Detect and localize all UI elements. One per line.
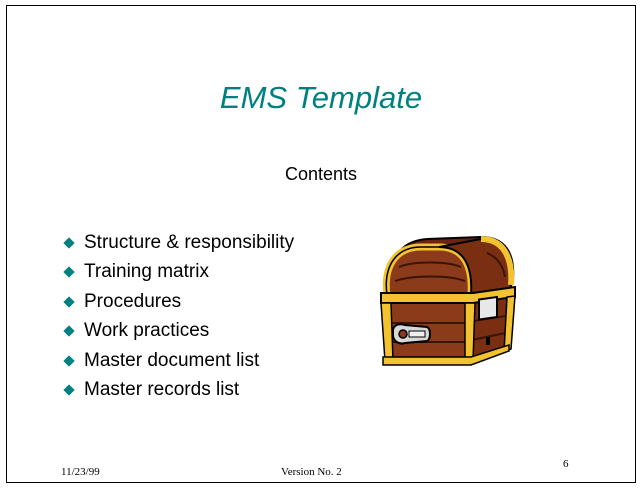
footer-page-number: 6: [563, 458, 569, 470]
bullet-text: Structure & responsibility: [84, 231, 295, 253]
bullet-item: Procedures: [62, 287, 294, 317]
footer-date: 11/23/99: [61, 466, 100, 478]
bullet-text: Procedures: [84, 290, 182, 312]
diamond-bullet-icon: [63, 325, 75, 337]
bullet-text: Master document list: [84, 349, 260, 371]
diamond-bullet-icon: [63, 237, 75, 249]
footer-version: Version No. 2: [281, 466, 342, 478]
slide-title: EMS Template: [219, 80, 423, 115]
bullet-item: Master records list: [62, 376, 294, 406]
bullet-text: Master records list: [84, 379, 240, 401]
bullet-text: Work practices: [84, 320, 210, 342]
bullet-list: Structure & responsibility Training matr…: [62, 228, 294, 405]
bullet-item: Work practices: [62, 317, 294, 347]
bullet-item: Master document list: [62, 346, 294, 376]
diamond-bullet-icon: [63, 296, 75, 308]
bullet-item: Training matrix: [62, 258, 294, 288]
bullet-item: Structure & responsibility: [62, 228, 294, 258]
diamond-bullet-icon: [63, 355, 75, 367]
slide: EMS Template Contents Structure & respon…: [6, 5, 636, 483]
diamond-bullet-icon: [63, 266, 75, 278]
treasure-chest-icon: [380, 235, 516, 366]
bullet-text: Training matrix: [84, 261, 209, 283]
slide-subtitle: Contents: [284, 164, 358, 184]
diamond-bullet-icon: [63, 384, 75, 396]
